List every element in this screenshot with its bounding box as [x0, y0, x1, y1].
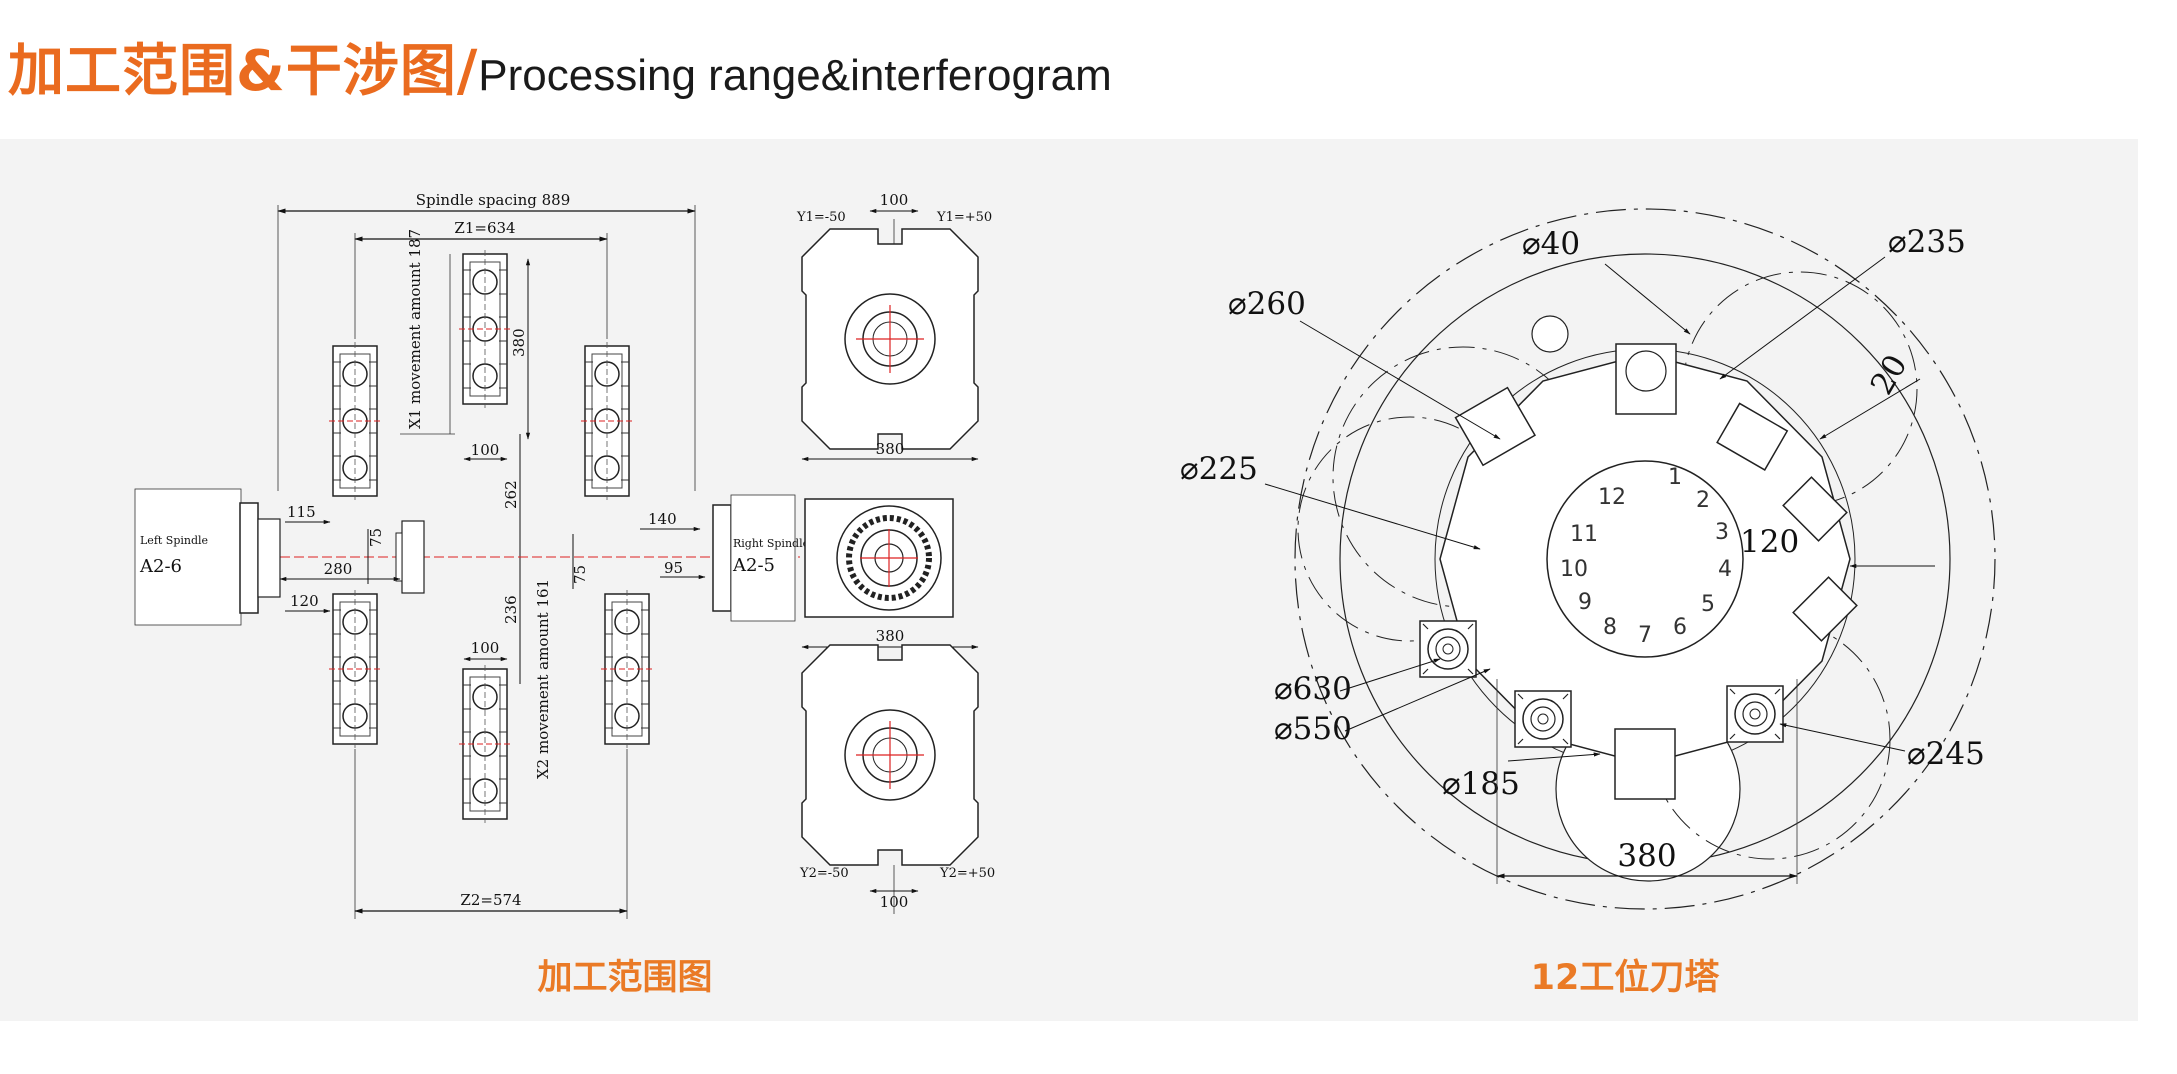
- processing-range-drawing: Spindle spacing 889 Z1=634 X1 movement a…: [134, 191, 995, 919]
- station-5: 5: [1701, 592, 1715, 617]
- station-6: 6: [1673, 615, 1687, 640]
- y1-plus-label: Y1=+50: [936, 210, 992, 225]
- station-7: 7: [1638, 623, 1652, 648]
- x1-movement-label: X1 movement amount 187: [406, 229, 424, 429]
- station-3: 3: [1715, 520, 1729, 545]
- page-title-en: Processing range&interferogram: [478, 51, 1112, 100]
- drawing-panel: Spindle spacing 889 Z1=634 X1 movement a…: [0, 139, 2138, 1021]
- dim-262: 262: [502, 480, 520, 509]
- station-2: 2: [1696, 488, 1710, 513]
- left-spindle-label: Left Spindle: [140, 534, 208, 547]
- dia-225-label: ⌀225: [1180, 451, 1258, 487]
- dim-100-bottom: 100: [471, 639, 500, 657]
- dim-140: 140: [648, 510, 677, 528]
- station-9: 9: [1578, 590, 1592, 615]
- dim-236: 236: [502, 595, 520, 624]
- y2-minus-label: Y2=-50: [799, 866, 849, 881]
- station-12: 12: [1598, 485, 1626, 510]
- holder-bottom-center: [458, 664, 512, 824]
- dia-235-label: ⌀235: [1888, 224, 1966, 260]
- holder-top-right: [580, 341, 634, 501]
- holder-top-center: [458, 249, 512, 409]
- tool-station-lower-left: [1514, 690, 1572, 748]
- dim-75-left: 75: [367, 528, 385, 547]
- chuck-view-top: [801, 228, 979, 450]
- z2-label: Z2=574: [460, 891, 521, 909]
- dia-40-label: ⌀40: [1522, 226, 1580, 262]
- station-1: 1: [1668, 465, 1682, 490]
- tool-station-245: [1726, 685, 1784, 743]
- dim-380-vertical: 380: [510, 328, 528, 357]
- turret-drawing: 1 2 3 4 5 6 7 8 9 10 11 12: [1180, 208, 1996, 910]
- dia-260-label: ⌀260: [1228, 286, 1306, 322]
- technical-drawing: Spindle spacing 889 Z1=634 X1 movement a…: [134, 191, 1996, 919]
- dim-380-label: 380: [1617, 838, 1676, 874]
- station-4: 4: [1718, 557, 1732, 582]
- holder-top-left: [328, 341, 382, 501]
- dim-120-label: 120: [1740, 524, 1799, 560]
- view-380-mid: 380: [876, 627, 905, 645]
- dim-280: 280: [324, 560, 353, 578]
- right-caption: 12工位刀塔: [1530, 958, 1720, 998]
- dim-115: 115: [287, 503, 316, 521]
- dim-95: 95: [664, 559, 683, 577]
- top-100-label: 100: [880, 191, 909, 209]
- right-spindle-code: A2-5: [732, 555, 775, 576]
- dim-20-label: 20: [1864, 349, 1915, 401]
- station-11: 11: [1570, 522, 1598, 547]
- x2-movement-label: X2 movement amount 161: [534, 579, 552, 779]
- station-10: 10: [1560, 557, 1588, 582]
- tool-station-630: [1419, 620, 1477, 678]
- bottom-100-label: 100: [880, 893, 909, 911]
- spindle-spacing-label: Spindle spacing 889: [416, 191, 570, 209]
- chuck-view-bottom: [801, 644, 979, 866]
- station-numbers: 1 2 3 4 5 6 7 8 9 10 11 12: [1560, 465, 1732, 648]
- dia-630-label: ⌀630: [1274, 671, 1352, 707]
- holder-bottom-right: [600, 589, 654, 749]
- dia-245-label: ⌀245: [1907, 736, 1985, 772]
- y1-minus-label: Y1=-50: [796, 210, 846, 225]
- holder-bottom-left: [328, 589, 382, 749]
- view-380-top: 380: [876, 440, 905, 458]
- z1-label: Z1=634: [454, 219, 515, 237]
- left-caption: 加工范围图: [537, 958, 713, 998]
- page-title-cn: 加工范围&干涉图/: [8, 39, 479, 104]
- dim-75-right: 75: [571, 565, 589, 584]
- y2-plus-label: Y2=+50: [939, 866, 995, 881]
- dim-120: 120: [290, 592, 319, 610]
- dia-185-label: ⌀185: [1442, 766, 1520, 802]
- station-8: 8: [1603, 615, 1617, 640]
- dim-100-top: 100: [471, 441, 500, 459]
- left-spindle-code: A2-6: [139, 556, 182, 577]
- right-spindle-label: Right Spindle: [733, 537, 809, 550]
- page-title: 加工范围&干涉图/Processing range&interferogram: [8, 26, 1112, 107]
- dia-550-label: ⌀550: [1274, 711, 1352, 747]
